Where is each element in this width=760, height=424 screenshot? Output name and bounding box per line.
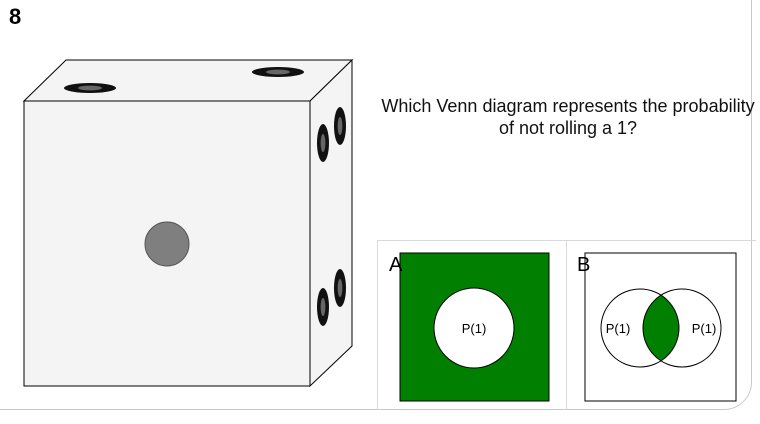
option-divider-middle [566,240,567,410]
venn-diagram-a: P(1) [399,252,550,402]
option-a[interactable]: P(1) A [377,240,566,410]
question-text: Which Venn diagram represents the probab… [381,96,755,138]
die-top-face [22,59,354,102]
right-pip-1 [317,124,329,162]
die-right-face [309,58,353,388]
venn-diagram-b: P(1) P(1) [584,252,737,402]
option-a-label: A [389,254,403,276]
option-divider-left [377,240,378,410]
venn-b-left-circle [600,288,680,368]
venn-a-circle-label: P(1) [462,321,487,336]
venn-a-circle [433,287,515,369]
venn-b-intersection [643,289,679,367]
front-pip [144,221,190,267]
right-pip-2 [334,107,346,145]
die-illustration [22,58,354,388]
question-number: 8 [9,4,22,29]
option-b-label: B [577,254,591,276]
right-pip-4 [334,269,346,307]
answer-options: P(1) A P(1) P(1) B [377,240,756,410]
top-pip-1 [64,83,116,93]
venn-b-universe [584,252,737,402]
option-b[interactable]: P(1) P(1) B [567,240,756,410]
right-pip-3 [317,288,329,326]
top-pip-2 [252,67,304,77]
venn-b-right-label: P(1) [692,321,717,336]
venn-b-left-label: P(1) [606,321,631,336]
venn-b-right-circle [642,288,722,368]
